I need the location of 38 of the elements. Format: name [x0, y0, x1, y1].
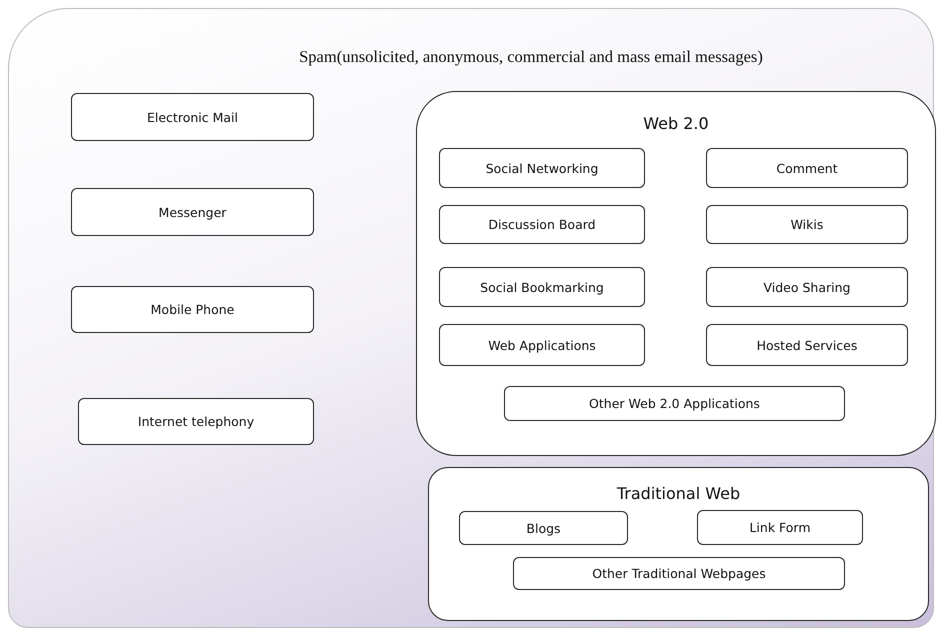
category-box	[504, 386, 845, 421]
box-label: Comment	[776, 160, 838, 176]
category-box	[439, 267, 645, 307]
category-box	[78, 398, 314, 445]
panel-heading: Web 2.0	[642, 114, 710, 133]
category-box	[71, 93, 314, 141]
category-panel	[8, 8, 934, 628]
category-box	[439, 205, 645, 244]
panel-heading: Spam(unsolicited, anonymous, commercial and mass email messages)	[298, 47, 764, 67]
category-box	[706, 267, 908, 307]
category-box	[706, 324, 908, 366]
box-label: Mobile Phone	[150, 302, 234, 317]
group-panel	[416, 91, 936, 456]
category-box	[513, 557, 845, 590]
box-label: Wikis	[790, 217, 824, 232]
box-label: Messenger	[158, 204, 226, 220]
box-label: Social Bookmarking	[480, 280, 604, 294]
box-label: Video Sharing	[764, 280, 850, 294]
box-label: Link Form	[749, 520, 811, 535]
box-label: Web Applications	[488, 338, 596, 352]
box-label: Blogs	[526, 520, 561, 536]
box-label: Other Traditional Webpages	[592, 566, 766, 581]
group-panel	[428, 467, 929, 621]
box-label: Discussion Board	[488, 217, 596, 232]
category-box	[459, 511, 628, 545]
category-box	[706, 148, 908, 188]
category-box	[71, 286, 314, 333]
box-label: Other Web 2.0 Applications	[589, 396, 760, 411]
category-box	[439, 148, 645, 188]
panel-heading: Traditional Web	[616, 484, 742, 503]
box-label: Electronic Mail	[147, 110, 238, 124]
category-box	[439, 324, 645, 366]
category-box	[706, 205, 908, 244]
category-box	[697, 510, 863, 545]
box-label: Hosted Services	[756, 338, 858, 352]
box-label: Social Networking	[486, 160, 598, 176]
category-box	[71, 188, 314, 236]
box-label: Internet telephony	[138, 414, 254, 429]
